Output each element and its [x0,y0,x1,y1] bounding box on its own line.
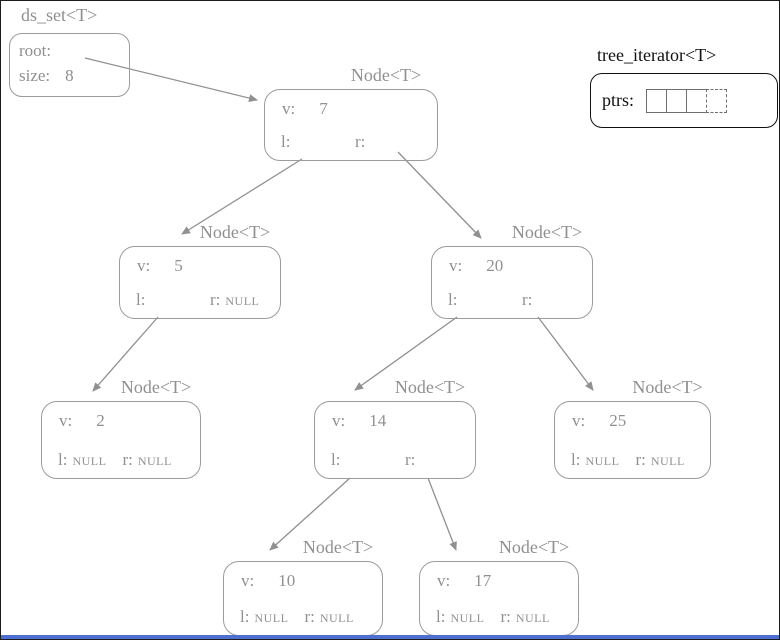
value-row: v: 5 [120,247,280,276]
left-label: l: [331,450,341,469]
node-type-label: Node<T> [632,377,703,397]
pointer-row: l: NULL r: NULL [240,607,374,627]
pointer-row: l: NULL r: NULL [571,450,702,470]
size-label: size: [19,66,51,85]
node-value: 17 [474,571,492,590]
node-box: v: 25 l: NULL r: NULL [554,401,711,479]
right-label: r: [635,450,646,469]
right-label: r: [122,450,133,469]
ptr-cell-dashed [706,88,728,113]
node-value: 7 [319,99,328,118]
node-type-label: Node<T> [120,377,192,397]
pointer-row: l: r: [331,450,467,470]
tree-node-14: Node<T> v: 14 l: r: [314,375,476,479]
value-label: v: [449,256,463,275]
node-value: 10 [278,571,296,590]
ptrs-label: ptrs: [602,90,635,110]
node-box: v: 2 l: NULL r: NULL [41,401,201,479]
right-value: NULL [515,611,550,625]
right-label: r: [500,607,511,626]
right-value: NULL [225,294,260,308]
pointer-row: l: r: NULL [136,290,272,310]
pointer-row: l: NULL r: NULL [58,450,192,470]
right-value: NULL [650,454,685,468]
node-type-label: Node<T> [394,377,466,397]
tree-node-20: Node<T> v: 20 l: r: [431,220,593,319]
left-label: l: [281,132,291,151]
value-row: v: 2 [42,402,200,431]
node-box: v: 14 l: r: [314,401,476,479]
node-box: v: 20 l: r: [431,246,593,319]
right-label: r: [405,450,416,469]
value-label: v: [137,256,151,275]
right-value: NULL [137,454,172,468]
right-label: r: [210,290,221,309]
left-label: l: [58,450,68,469]
value-row: v: 7 [265,90,437,119]
node-type-label: Node<T> [350,65,422,85]
left-label: l: [240,607,250,626]
node-value: 20 [486,256,504,275]
tree-iterator-box: ptrs: [590,73,778,128]
root-label: root: [19,41,52,60]
left-label: l: [448,290,458,309]
tree-node-5: Node<T> v: 5 l: r: NULL [119,220,281,319]
node-type-label: Node<T> [302,537,374,557]
left-value: NULL [585,454,620,468]
pointer-row: l: r: [448,290,584,310]
right-label: r: [355,132,366,151]
value-row: v: 20 [432,247,592,276]
ptr-cell [686,88,708,113]
value-label: v: [437,571,451,590]
value-label: v: [332,411,346,430]
tree-node-7: Node<T> v: 7 l: r: [264,63,438,161]
left-value: NULL [450,611,485,625]
ds-set-box: root: size: 8 [9,33,130,97]
left-value: NULL [72,454,107,468]
tree-node-2: Node<T> v: 2 l: NULL r: NULL [41,375,201,479]
left-value: NULL [254,611,289,625]
size-field: size: 8 [19,63,129,88]
size-value: 8 [65,66,74,85]
value-label: v: [59,411,73,430]
node-value: 14 [369,411,387,430]
bottom-window-edge [1,635,779,639]
node-type-label: Node<T> [199,222,271,242]
left-label: l: [571,450,581,469]
node-box: v: 5 l: r: NULL [119,246,281,319]
tree-node-10: Node<T> v: 10 l: NULL r: NULL [223,535,383,636]
tree-node-17: Node<T> v: 17 l: NULL r: NULL [419,535,579,636]
value-row: v: 17 [420,562,578,591]
node-type-label: Node<T> [498,537,570,557]
node-box: v: 17 l: NULL r: NULL [419,561,579,636]
node-value: 2 [96,411,105,430]
node-value: 25 [609,411,627,430]
tree-node-25: Node<T> v: 25 l: NULL r: NULL [554,375,711,479]
node-box: v: 10 l: NULL r: NULL [223,561,383,636]
value-row: v: 14 [315,402,475,431]
ds-set-title: ds_set<T> [21,5,98,25]
value-row: v: 25 [555,402,710,431]
right-value: NULL [319,611,354,625]
left-label: l: [136,290,146,309]
pointer-row: l: r: [281,132,429,152]
right-label: r: [304,607,315,626]
ptr-cell [666,88,688,113]
node-box: v: 7 l: r: [264,89,438,161]
value-label: v: [282,99,296,118]
ptr-cell [646,88,668,113]
node-value: 5 [174,256,183,275]
pointer-row: l: NULL r: NULL [436,607,570,627]
value-row: v: 10 [224,562,382,591]
value-label: v: [572,411,586,430]
left-label: l: [436,607,446,626]
tree-iterator-title: tree_iterator<T> [597,45,717,65]
ptrs-array [646,88,728,113]
root-field: root: [19,38,129,63]
value-label: v: [241,571,255,590]
node-type-label: Node<T> [511,222,583,242]
right-label: r: [522,290,533,309]
